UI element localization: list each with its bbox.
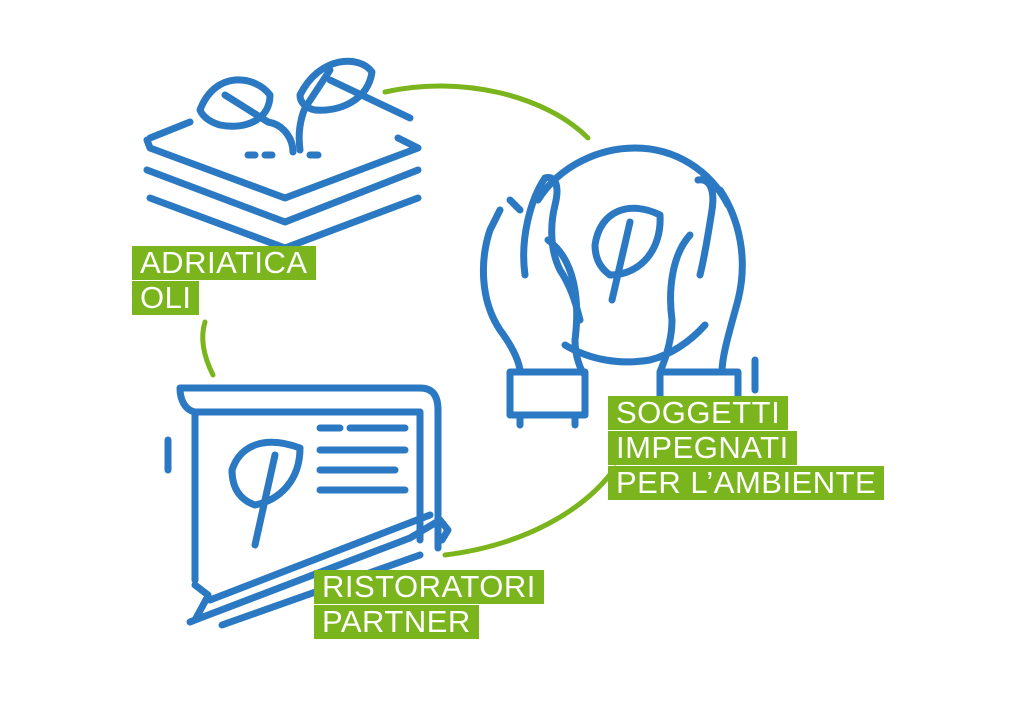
label-adriatica-oli: ADRIATICA OLI bbox=[132, 246, 316, 316]
label-line: SOGGETTI bbox=[608, 396, 789, 430]
label-line: PARTNER bbox=[314, 605, 479, 639]
arc-left bbox=[200, 319, 216, 378]
label-line: PER L’AMBIENTE bbox=[608, 466, 885, 500]
label-soggetti-impegnati: SOGGETTI IMPEGNATI PER L’AMBIENTE bbox=[608, 396, 885, 501]
label-line: IMPEGNATI bbox=[608, 431, 797, 465]
hands-holding-globe-leaf-icon bbox=[480, 144, 759, 429]
cycle-arcs bbox=[200, 83, 618, 558]
label-line: ADRIATICA bbox=[132, 246, 316, 280]
label-line: OLI bbox=[132, 281, 200, 315]
arc-top bbox=[382, 83, 591, 141]
blueprint-with-pencil-icon bbox=[164, 384, 452, 629]
layers-with-sprout-icon bbox=[143, 57, 422, 252]
label-ristoratori-partner: RISTORATORI PARTNER bbox=[314, 570, 544, 640]
arc-bottom-right bbox=[442, 465, 618, 558]
label-line: RISTORATORI bbox=[314, 570, 544, 604]
